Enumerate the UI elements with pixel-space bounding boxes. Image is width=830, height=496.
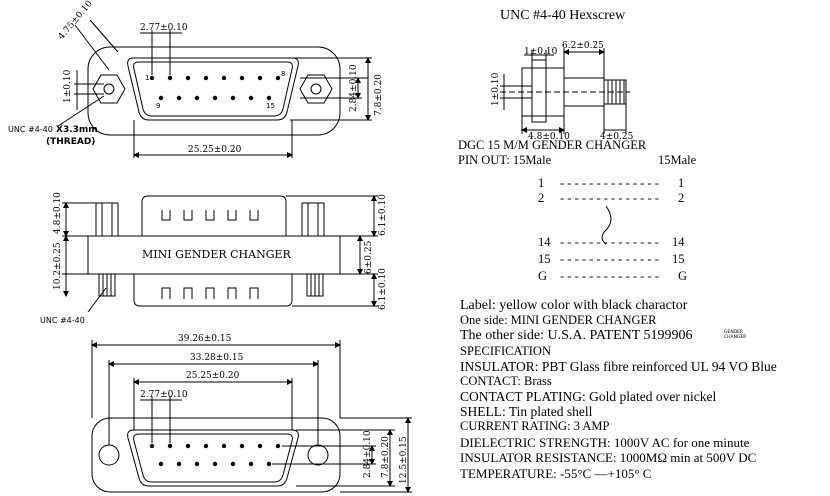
front-d-shell-inner <box>133 433 293 483</box>
spec-insulator: INSULATOR: PBT Glass fibre reinforced UL… <box>460 359 777 374</box>
hexscrew-labels: 1±0.10 6.2±0.25 4.8±0.10 4±0.25 1±0.10 <box>491 41 634 142</box>
top-d-shell-outer <box>127 57 299 121</box>
front-dim-h1: 2.84±0.10 <box>363 430 373 478</box>
pinout-row-left: 15 <box>538 252 551 266</box>
front-d-shell-outer <box>127 429 299 487</box>
hexscrew-dim-e: 1±0.10 <box>491 72 501 106</box>
top-dim-diag: 4.75±0.10 <box>57 0 95 42</box>
spec-resistance: INSULATOR RESISTANCE: 1000MΩ min at 500V… <box>460 450 757 465</box>
spec-other-side: The other side: U.S.A. PATENT 5199906 <box>460 328 693 343</box>
pinout-row-dash: - - - - - - - - - - - - - - <box>560 269 659 283</box>
top-d-shell-inner <box>133 61 293 117</box>
hexscrew-dim-a: 1±0.10 <box>524 47 558 57</box>
side-dim-mid: 10.2±0.25 <box>53 242 63 290</box>
top-hex-left <box>92 74 126 104</box>
spec-temperature: TEMPERATURE: -55°C —+105° C <box>460 466 652 481</box>
pinout-row-right: 1 <box>678 176 685 190</box>
top-dim-height-inner: 2.84±0.10 <box>349 64 359 112</box>
top-pins <box>149 75 281 101</box>
pinout-row-right: G <box>678 269 688 283</box>
side-body <box>87 235 341 275</box>
side-dim-r3: 6.1±0.10 <box>378 268 388 310</box>
spec-dielectric: DIELECTRIC STRENGTH: 1000V AC for one mi… <box>460 435 750 450</box>
front-dim-pitch: 2.77±0.10 <box>140 390 188 400</box>
pinout-row-left: G <box>538 269 548 283</box>
side-lower-shell <box>133 274 293 307</box>
hexscrew-flange <box>531 59 547 123</box>
top-pin-15: 15 <box>266 102 275 110</box>
thread-label-a: UNC #4-40 <box>8 125 53 134</box>
top-hole-right <box>310 83 322 95</box>
top-pin-9: 9 <box>156 102 160 110</box>
side-label: MINI GENDER CHANGER <box>142 248 292 261</box>
spec-one-side: One side: MINI GENDER CHANGER <box>460 313 657 327</box>
side-view-labels: MINI GENDER CHANGER 4.8±0.10 10.2±0.25 6… <box>40 192 388 325</box>
hexscrew-view <box>500 48 630 134</box>
spec-heading: SPECIFICATION <box>460 344 551 358</box>
top-hex-right <box>299 74 333 104</box>
front-hole-left <box>98 444 120 466</box>
pinout-row-left: 1 <box>538 176 545 190</box>
spec-contact: CONTACT: Brass <box>460 374 552 388</box>
pinout-row-right: 15 <box>672 252 685 266</box>
front-hole-right <box>307 444 329 466</box>
hexscrew-dim-c: 4.8±0.10 <box>528 132 570 142</box>
top-pin-1: 1 <box>145 74 149 82</box>
top-dim-pitch: 2.77±0.10 <box>140 23 188 33</box>
mini-gender-changer-logo: GENDER CHANGER <box>724 330 746 340</box>
front-dim-h3: 12.5±0.15 <box>399 436 409 484</box>
side-view <box>62 195 378 313</box>
top-dim-hole: 1±0.10 <box>63 69 73 103</box>
front-dim-h2: 7.8±0.20 <box>381 436 391 478</box>
pinout-right-header: 15Male <box>658 153 697 167</box>
pinout-row-dash: - - - - - - - - - - - - - - <box>560 176 659 190</box>
pinout-left-header: PIN OUT: 15Male <box>458 153 552 167</box>
front-view <box>91 340 412 493</box>
pinout-row-dash: - - - - - - - - - - - - - - <box>560 252 659 266</box>
side-slots-top <box>161 210 259 221</box>
top-hole-left <box>103 83 115 95</box>
top-pin-8: 8 <box>281 70 285 78</box>
side-upper-shell <box>141 195 287 236</box>
top-dim-width: 25.25±0.20 <box>188 145 242 155</box>
spec-shell: SHELL: Tin plated shell <box>460 404 593 419</box>
spec-rating: CURRENT RATING: 3 AMP <box>460 419 610 433</box>
pinout-break-line <box>601 205 612 245</box>
pinout-row-right: 2 <box>678 191 685 205</box>
pinout-row-left: 14 <box>538 235 551 249</box>
pinout-row-dash: - - - - - - - - - - - - - - <box>560 235 659 249</box>
mini-logo-b: CHANGER <box>724 335 747 340</box>
top-flange <box>87 46 341 136</box>
front-dim-shell: 25.25±0.20 <box>186 371 240 381</box>
pinout-row-right: 14 <box>672 235 685 249</box>
front-flange <box>91 417 341 493</box>
side-nut-top-right <box>301 202 325 237</box>
thread-label-c: (THREAD) <box>46 137 95 147</box>
side-dim-r2: 6±0.25 <box>364 240 374 274</box>
front-pins <box>149 443 281 467</box>
pinout-row-left: 2 <box>538 191 545 205</box>
top-dim-height-outer: 7.8±0.20 <box>374 74 384 116</box>
thread-label-b: X3.3mm <box>56 125 98 135</box>
spec-plating: CONTACT PLATING: Gold plated over nickel <box>460 389 717 404</box>
hexscrew-dim-b: 6.2±0.25 <box>562 41 604 51</box>
mini-logo-a: GENDER <box>724 330 744 335</box>
pinout-row-dash: - - - - - - - - - - - - - - <box>560 191 659 205</box>
side-dim-top: 4.8±0.10 <box>53 192 63 234</box>
hexscrew-dim-d: 4±0.25 <box>600 132 634 142</box>
spec-label: Label: yellow color with black charactor <box>460 298 688 313</box>
top-view <box>57 19 372 158</box>
side-unc-label: UNC #4-40 <box>40 316 85 325</box>
side-nut-top-left <box>95 202 119 237</box>
front-view-labels: 39.26±0.15 33.28±0.15 25.25±0.20 2.77±0.… <box>140 334 409 484</box>
side-slots-bottom <box>161 287 259 299</box>
side-dim-r1: 6.1±0.10 <box>378 194 388 236</box>
pinout-title: DGC 15 M/M GENDER CHANGER <box>458 138 647 152</box>
front-dim-overall: 39.26±0.15 <box>178 334 232 344</box>
page-title: UNC #4-40 Hexscrew <box>500 8 626 23</box>
front-dim-holes: 33.28±0.15 <box>190 353 244 363</box>
